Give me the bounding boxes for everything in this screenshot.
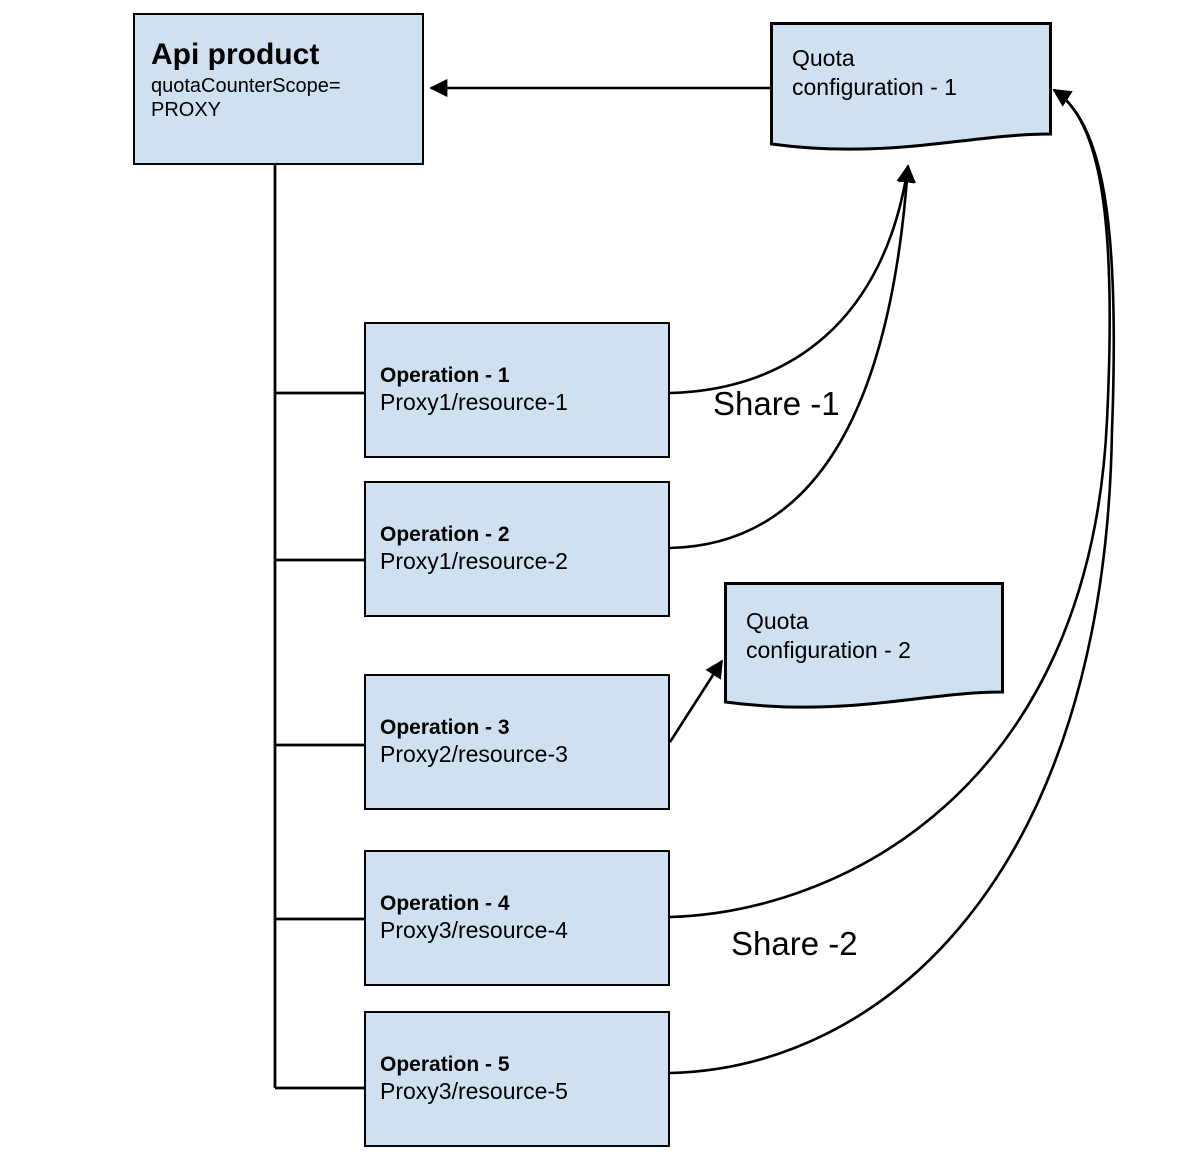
edge-label-share-1: Share -1 xyxy=(713,385,840,422)
document-shape-icon xyxy=(770,22,1052,154)
api-product-subtitle: quotaCounterScope= PROXY xyxy=(151,75,341,121)
node-operation-1[interactable]: Operation - 1 Proxy1/resource-1 xyxy=(364,322,670,458)
operation-3-subtitle: Proxy2/resource-3 xyxy=(380,740,568,767)
operation-1-title: Operation - 1 xyxy=(380,364,510,388)
node-quota-configuration-1[interactable]: Quota configuration - 1 xyxy=(770,22,1052,154)
edge-operation-2-to-quota1 xyxy=(669,164,916,550)
operation-4-subtitle: Proxy3/resource-4 xyxy=(380,916,568,943)
operation-3-title: Operation - 3 xyxy=(380,716,510,740)
api-product-title: Api product xyxy=(151,38,320,71)
node-operation-3[interactable]: Operation - 3 Proxy2/resource-3 xyxy=(364,674,670,810)
edge-operation-3-to-quota2 xyxy=(668,659,724,743)
edge-operation-4-to-quota1 xyxy=(669,88,1112,919)
operation-1-subtitle: Proxy1/resource-1 xyxy=(380,388,568,415)
node-operation-5[interactable]: Operation - 5 Proxy3/resource-5 xyxy=(364,1011,670,1147)
operation-5-subtitle: Proxy3/resource-5 xyxy=(380,1077,568,1104)
node-api-product[interactable]: Api product quotaCounterScope= PROXY xyxy=(133,13,424,165)
edge-label-share-2: Share -2 xyxy=(731,925,858,962)
document-shape-icon xyxy=(724,582,1004,712)
operation-2-subtitle: Proxy1/resource-2 xyxy=(380,547,568,574)
operation-4-title: Operation - 4 xyxy=(380,892,510,916)
quota-configuration-1-label: Quota configuration - 1 xyxy=(792,45,957,101)
node-operation-2[interactable]: Operation - 2 Proxy1/resource-2 xyxy=(364,481,670,617)
edge-operation-5-to-quota1 xyxy=(669,88,1116,1075)
node-operation-4[interactable]: Operation - 4 Proxy3/resource-4 xyxy=(364,850,670,986)
node-quota-configuration-2[interactable]: Quota configuration - 2 xyxy=(724,582,1004,712)
operation-2-title: Operation - 2 xyxy=(380,523,510,547)
quota-configuration-2-label: Quota configuration - 2 xyxy=(746,608,911,664)
edge-operation-1-to-quota1 xyxy=(669,164,915,395)
operation-5-title: Operation - 5 xyxy=(380,1053,510,1077)
